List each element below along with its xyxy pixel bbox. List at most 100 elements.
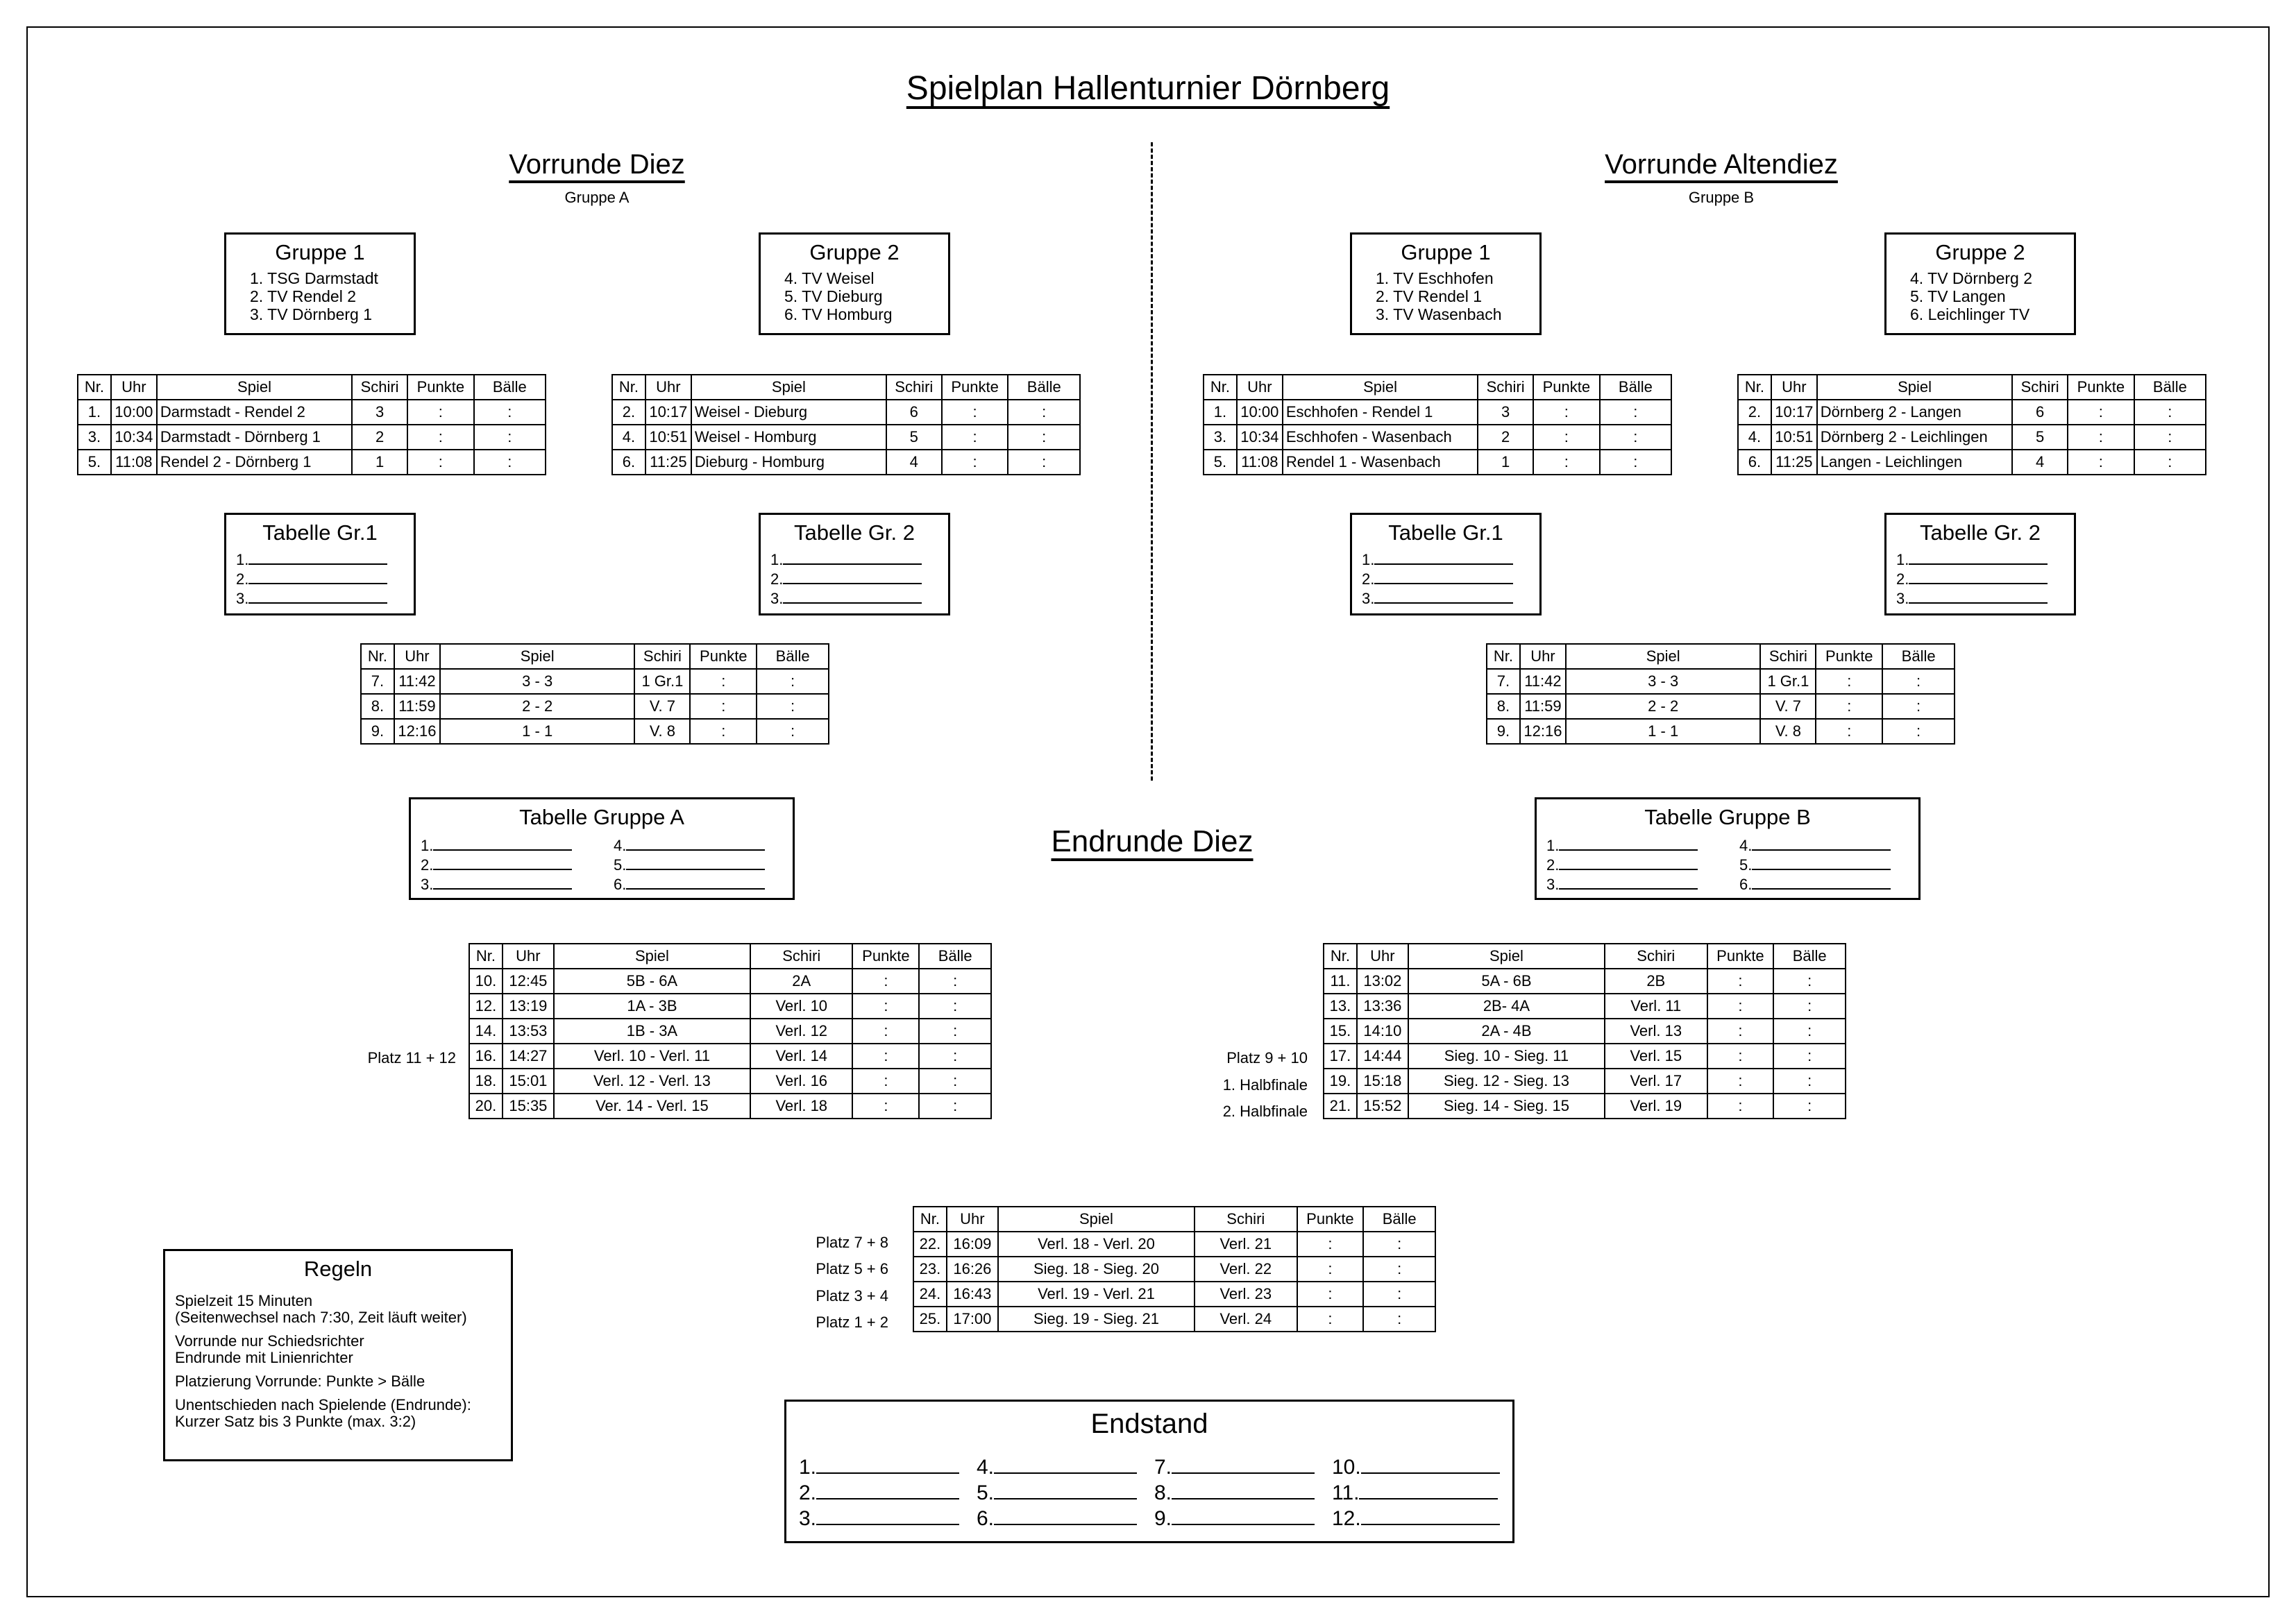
game-time: 16:43 [945, 1281, 999, 1307]
endstand-rank: 11. [1332, 1481, 1360, 1504]
game-time: 11:08 [110, 449, 158, 475]
team-name: 1. TSG Darmstadt [250, 269, 378, 287]
placement-number: 2. [1546, 856, 1560, 874]
final-row-label: Platz 5 + 6 [816, 1260, 888, 1277]
placement-line: 3. [770, 588, 948, 608]
placement-blank [783, 550, 922, 565]
endstand-blank [816, 1480, 960, 1499]
right-table2-box-title: Tabelle Gr. 2 [1919, 520, 2041, 545]
placement-number: 1. [770, 551, 784, 568]
game-time: 12:45 [501, 968, 555, 994]
placement-blank [433, 855, 573, 870]
endstand-line: 9. [1154, 1506, 1315, 1531]
game-pairing: Sieg. 14 - Sieg. 15 [1407, 1093, 1606, 1119]
game-points: : [1533, 449, 1601, 475]
endstand-column: 4.5.6. [977, 1454, 1138, 1531]
placement-column: 1.2.3. [421, 835, 573, 894]
game-pairing: Darmstadt - Dörnberg 1 [155, 424, 353, 450]
game-number: 15. [1323, 1018, 1358, 1044]
team-name: 5. TV Langen [1910, 287, 2006, 305]
endstand-blank [1172, 1506, 1315, 1525]
game-balls: : [1362, 1306, 1436, 1332]
game-time: 11:42 [1519, 668, 1567, 695]
game-referee: V. 8 [1759, 718, 1817, 745]
game-number: 6. [1737, 449, 1772, 475]
game-referee: Verl. 19 [1604, 1093, 1708, 1119]
team-name: 2. TV Rendel 2 [250, 287, 357, 305]
game-time: 16:26 [945, 1256, 999, 1282]
game-number: 17. [1323, 1043, 1358, 1069]
team-name: 4. TV Dörnberg 2 [1910, 269, 2033, 287]
placement-number: 6. [614, 876, 627, 893]
game-balls: : [756, 668, 829, 695]
game-pairing: 2 - 2 [439, 693, 636, 720]
rule-item: Unentschieden nach Spielende (Endrunde):… [175, 1397, 511, 1430]
endstand-rank: 10. [1332, 1456, 1361, 1479]
placement-blank [1374, 550, 1514, 565]
column-header: Punkte [1533, 374, 1601, 400]
left-table2-box-title: Tabelle Gr. 2 [793, 520, 915, 545]
game-pairing: Darmstadt - Rendel 2 [155, 399, 353, 425]
game-points: : [852, 1018, 920, 1044]
column-header: Nr. [611, 374, 646, 400]
column-header: Nr. [1203, 374, 1238, 400]
game-points: : [1706, 1018, 1775, 1044]
game-pairing: Sieg. 10 - Sieg. 11 [1407, 1043, 1606, 1069]
game-balls: : [1007, 449, 1081, 475]
game-number: 9. [1486, 718, 1521, 745]
game-referee: V. 7 [634, 693, 691, 720]
game-balls: : [1773, 968, 1846, 994]
placement-line: 3. [421, 874, 573, 894]
placement-number: 2. [421, 856, 434, 874]
game-balls: : [1007, 424, 1081, 450]
placement-number: 5. [614, 856, 627, 874]
game-time: 12:16 [393, 718, 441, 745]
game-referee: Verl. 12 [749, 1018, 854, 1044]
game-points: : [1706, 1093, 1775, 1119]
placement-blank [1909, 588, 2048, 604]
game-time: 11:25 [1770, 449, 1818, 475]
game-time: 14:27 [501, 1043, 555, 1069]
placement-blank [1909, 569, 2048, 584]
game-referee: V. 7 [1759, 693, 1817, 720]
column-header: Nr. [77, 374, 112, 400]
placement-number: 3. [236, 590, 249, 607]
game-balls: : [1773, 1018, 1846, 1044]
team-name: 6. TV Homburg [784, 305, 893, 323]
page-title: Spielplan Hallenturnier Dörnberg [906, 70, 1390, 107]
rule-text: (Seitenwechsel nach 7:30, Zeit läuft wei… [175, 1309, 467, 1326]
game-points: : [406, 449, 475, 475]
endstand-line: 2. [799, 1480, 960, 1506]
game-points: : [1815, 668, 1884, 695]
game-number: 4. [611, 424, 646, 450]
game-points: : [852, 1068, 920, 1094]
placement-blank [1909, 550, 2048, 565]
placement-number: 3. [421, 876, 434, 893]
endstand-line: 1. [799, 1454, 960, 1480]
game-number: 8. [360, 693, 395, 720]
game-points: : [1706, 993, 1775, 1019]
game-balls: : [2133, 449, 2207, 475]
column-header: Nr. [1323, 943, 1358, 969]
game-balls: : [2133, 399, 2207, 425]
game-referee: 3 [1477, 399, 1535, 425]
game-referee: Verl. 15 [1604, 1043, 1708, 1069]
column-header: Schiri [1759, 643, 1817, 670]
game-pairing: Rendel 1 - Wasenbach [1281, 449, 1479, 475]
game-pairing: Verl. 10 - Verl. 11 [552, 1043, 752, 1069]
placement-blank [1752, 855, 1891, 870]
team-name: 1. TV Eschhofen [1376, 269, 1494, 287]
